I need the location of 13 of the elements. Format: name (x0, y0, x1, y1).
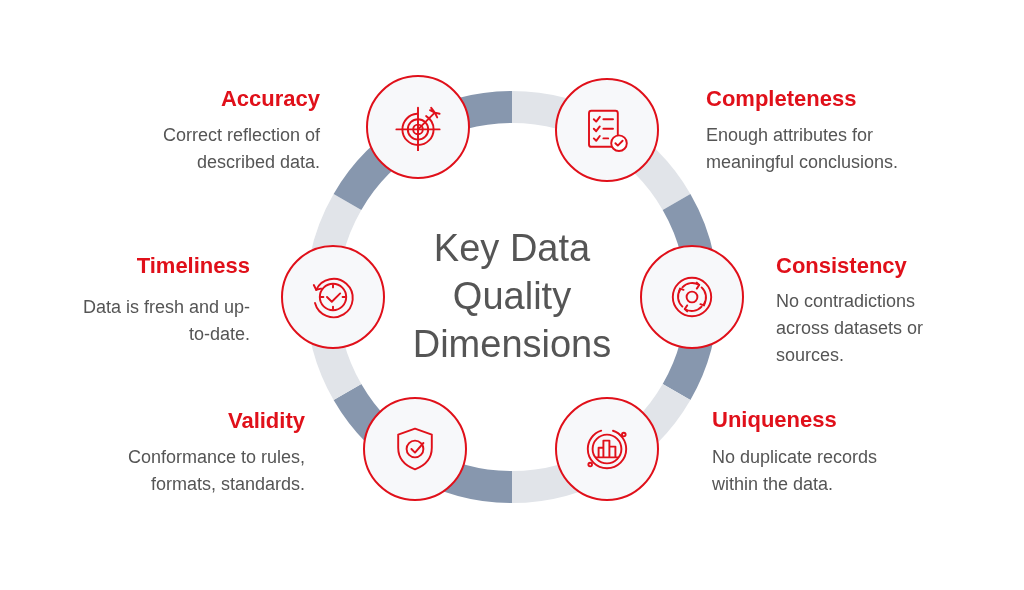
dimension-heading: Validity (226, 407, 305, 435)
dimension-description: Conformance to rules, formats, standards. (126, 445, 305, 496)
dimension-description: Data is fresh and up-to-date. (81, 295, 250, 346)
center-title: Key Data Quality Dimensions (411, 226, 613, 367)
dimension-description: No duplicate records within the data. (712, 445, 879, 496)
dimension-heading: Consistency (776, 252, 908, 280)
dimension-description: Correct reflection of described data. (161, 123, 320, 174)
dimension-heading: Completeness (706, 85, 858, 113)
dimension-description: No contradictions across datasets or sources. (776, 289, 925, 367)
dimension-heading: Timeliness (135, 252, 250, 280)
dimension-heading: Accuracy (219, 85, 320, 113)
dimension-description: Enough attributes for meaningful conclusions. (706, 123, 900, 174)
dimension-heading: Uniqueness (712, 406, 838, 434)
